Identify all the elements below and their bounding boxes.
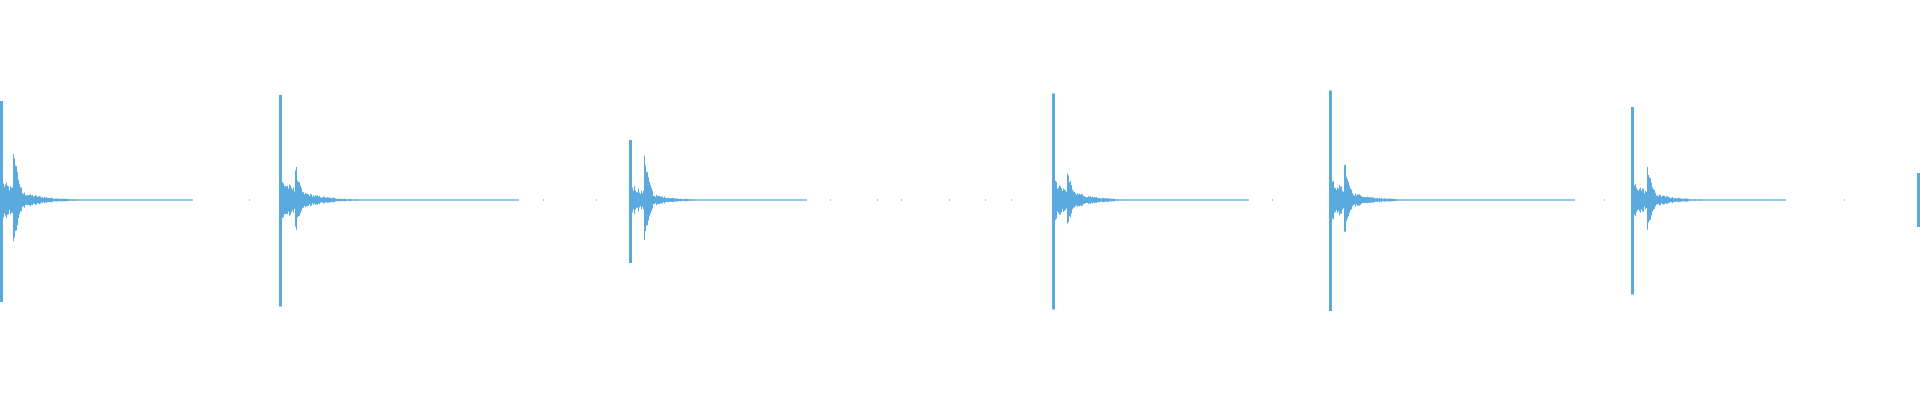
waveform-path <box>0 90 1920 311</box>
waveform-trace <box>0 90 1920 311</box>
